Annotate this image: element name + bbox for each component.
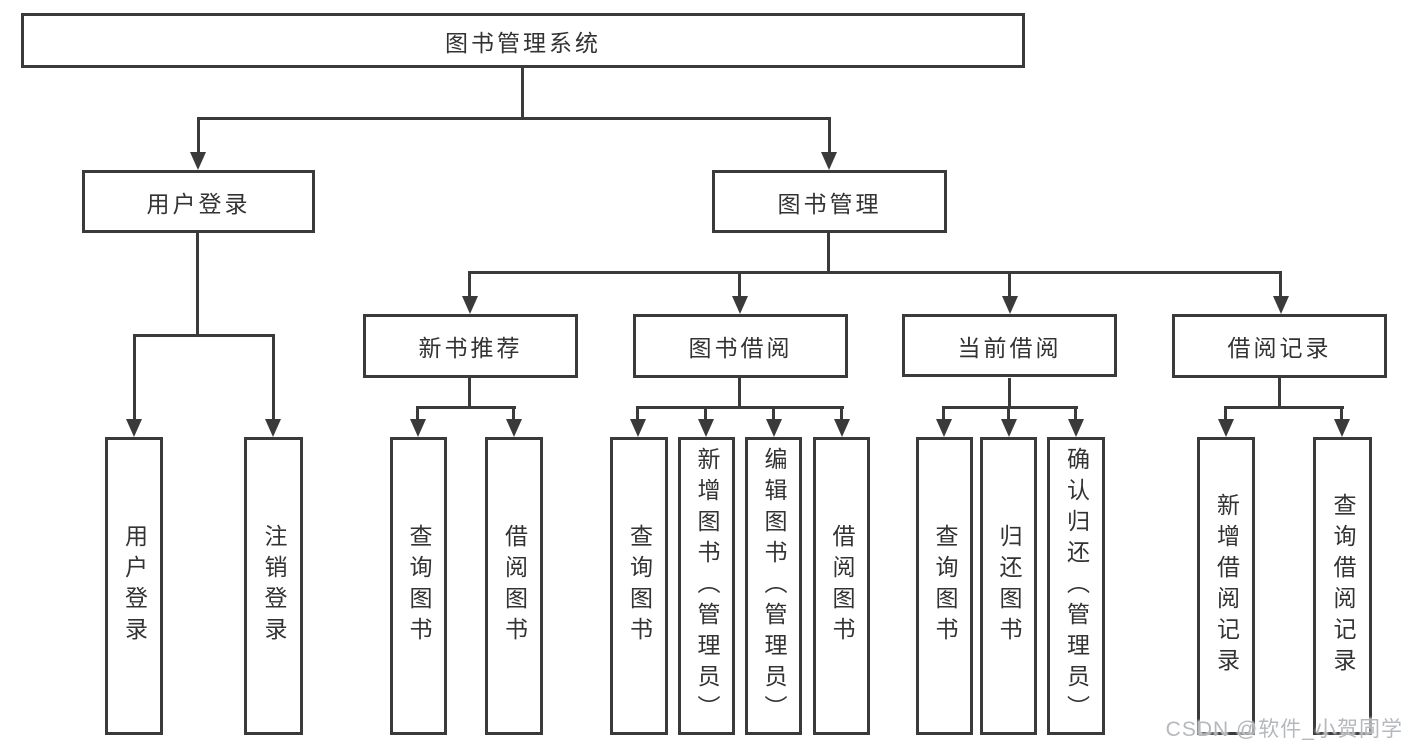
arrowhead-down-icon: [462, 296, 478, 314]
leaf-node-query-books-current: 查询图书: [916, 437, 973, 735]
arrowhead-down-icon: [1068, 419, 1084, 437]
connector-line: [197, 117, 200, 153]
leaf-node-query-borrow-record: 查询借阅记录: [1313, 437, 1372, 735]
csdn-watermark: CSDN @软件_小贺同学: [1165, 718, 1403, 741]
connector-line: [828, 117, 831, 153]
connector-line: [133, 334, 136, 421]
connector-line: [1279, 271, 1282, 299]
leaf-node-add-books-admin: 新增图书（管理员）: [678, 437, 735, 735]
leaf-node-logout: 注销登录: [244, 437, 303, 735]
arrowhead-down-icon: [821, 152, 837, 170]
arrowhead-down-icon: [936, 419, 952, 437]
node-new-book-recommend: 新书推荐: [363, 314, 578, 378]
connector-line: [636, 406, 844, 409]
arrowhead-down-icon: [265, 419, 281, 437]
node-user-login: 用户登录: [82, 170, 315, 233]
arrowhead-down-icon: [1334, 419, 1350, 437]
connector-line: [1007, 406, 1010, 422]
connector-line: [468, 378, 471, 409]
connector-line: [942, 406, 945, 422]
leaf-node-query-books-recommend: 查询图书: [390, 437, 447, 735]
connector-line: [942, 406, 1078, 409]
arrowhead-down-icon: [834, 419, 850, 437]
node-borrowing-records: 借阅记录: [1172, 314, 1387, 378]
leaf-node-return-books: 归还图书: [980, 437, 1037, 735]
connector-line: [1008, 378, 1011, 409]
connector-line: [416, 406, 516, 409]
leaf-node-borrow-books-borrowing: 借阅图书: [813, 437, 870, 735]
connector-line: [827, 233, 830, 274]
arrowhead-down-icon: [698, 419, 714, 437]
connector-line: [772, 406, 775, 422]
leaf-node-add-borrow-record: 新增借阅记录: [1197, 437, 1255, 735]
arrowhead-down-icon: [1002, 296, 1018, 314]
connector-line: [468, 271, 1282, 274]
leaf-node-edit-books-admin: 编辑图书（管理员）: [745, 437, 802, 735]
arrowhead-down-icon: [630, 419, 646, 437]
arrowhead-down-icon: [766, 419, 782, 437]
connector-line: [1074, 406, 1077, 422]
connector-line: [738, 271, 741, 299]
connector-line: [704, 406, 707, 422]
arrowhead-down-icon: [732, 296, 748, 314]
connector-line: [197, 117, 831, 120]
connector-line: [1224, 406, 1227, 422]
connector-line: [133, 334, 275, 337]
arrowhead-down-icon: [1273, 296, 1289, 314]
leaf-node-query-books-borrowing: 查询图书: [610, 437, 668, 735]
leaf-node-confirm-return-admin: 确认归还（管理员）: [1047, 437, 1105, 735]
connector-line: [1224, 406, 1344, 409]
connector-line: [1278, 378, 1281, 409]
connector-line: [636, 406, 639, 422]
arrowhead-down-icon: [190, 152, 206, 170]
node-root-library-system: 图书管理系统: [21, 13, 1025, 68]
connector-line: [512, 406, 515, 422]
node-current-borrowing: 当前借阅: [902, 314, 1117, 377]
arrowhead-down-icon: [506, 419, 522, 437]
connector-line: [196, 233, 199, 337]
connector-line: [416, 406, 419, 422]
arrowhead-down-icon: [1218, 419, 1234, 437]
node-book-management: 图书管理: [712, 170, 947, 233]
leaf-node-user-login: 用户登录: [105, 437, 163, 735]
connector-line: [840, 406, 843, 422]
connector-line: [1008, 271, 1011, 299]
connector-line: [1340, 406, 1343, 422]
arrowhead-down-icon: [126, 419, 142, 437]
connector-line: [468, 271, 471, 299]
leaf-node-borrow-books-recommend: 借阅图书: [485, 437, 543, 735]
arrowhead-down-icon: [1001, 419, 1017, 437]
connector-line: [521, 68, 524, 120]
connector-line: [272, 334, 275, 421]
node-book-borrowing: 图书借阅: [633, 314, 848, 378]
arrowhead-down-icon: [410, 419, 426, 437]
connector-line: [738, 378, 741, 409]
